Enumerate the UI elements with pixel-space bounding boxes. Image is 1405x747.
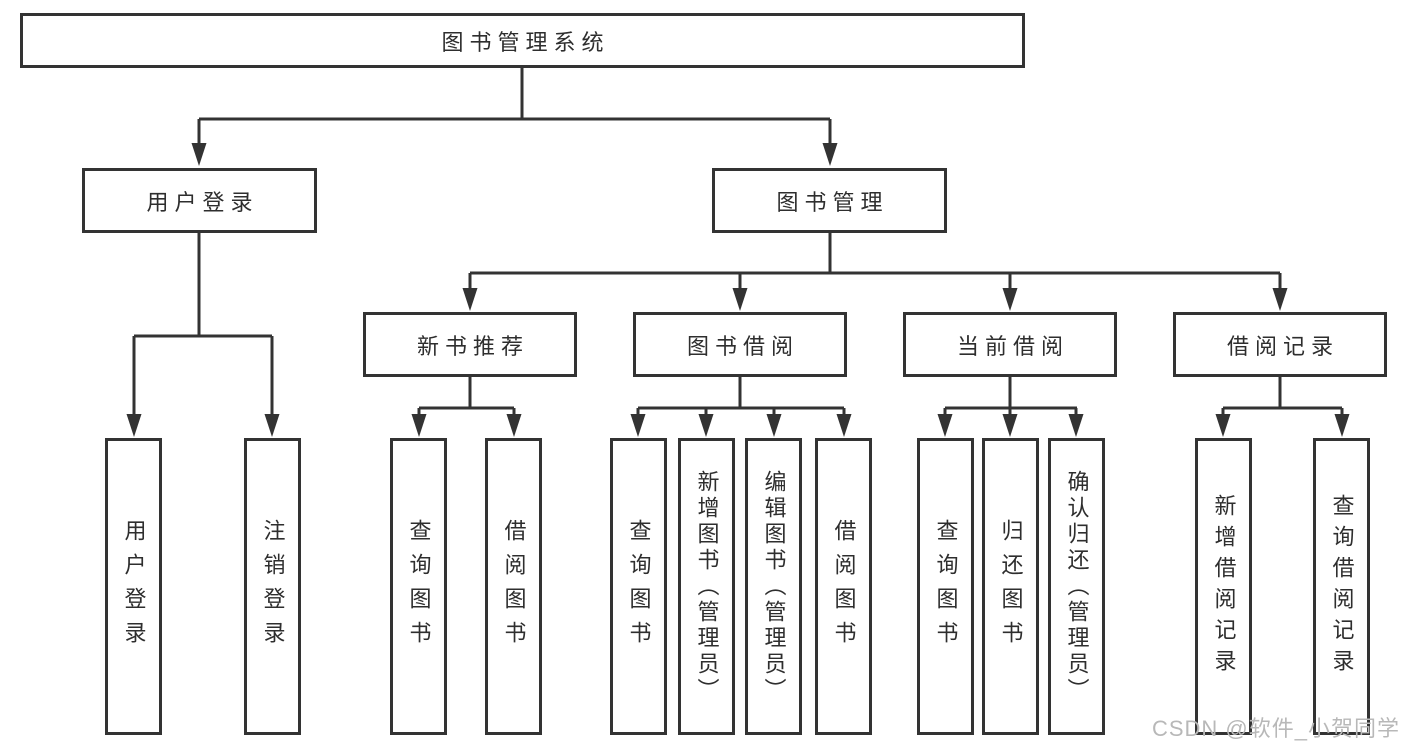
- leaf-label: 查询图书: [626, 518, 652, 655]
- node-borrowing-records: 借阅记录: [1173, 312, 1387, 377]
- node-label: 图书管理: [776, 189, 889, 215]
- leaf-label: 用户登录: [121, 518, 147, 655]
- leaf-return-books: 归还图书: [982, 438, 1039, 735]
- leaf-confirm-return-admin: 确认归还（管理员）: [1048, 438, 1105, 735]
- leaf-add-borrow-record: 新增借阅记录: [1195, 438, 1252, 735]
- leaf-query-books-borrowing: 查询图书: [610, 438, 667, 735]
- node-label: 图书借阅: [686, 333, 799, 359]
- node-label: 借阅记录: [1226, 333, 1339, 359]
- leaf-borrow-books-2: 借阅图书: [815, 438, 872, 735]
- leaf-label: 注销登录: [260, 518, 286, 655]
- leaf-query-borrow-record: 查询借阅记录: [1313, 438, 1370, 735]
- arrowhead-icons: [126, 143, 1350, 437]
- csdn-watermark: CSDN @软件_小贺同学: [1151, 716, 1400, 741]
- node-book-management-system: 图书管理系统: [20, 13, 1025, 68]
- leaf-label: 查询图书: [406, 518, 432, 655]
- node-label: 新书推荐: [416, 333, 529, 359]
- leaf-edit-book-admin: 编辑图书（管理员）: [745, 438, 802, 735]
- leaf-label: 新增借阅记录: [1211, 493, 1237, 680]
- leaf-label: 新增图书（管理员）: [694, 469, 720, 704]
- leaf-label: 借阅图书: [831, 518, 857, 655]
- node-book-management: 图书管理: [712, 168, 947, 233]
- leaf-query-books: 查询图书: [390, 438, 447, 735]
- leaf-borrow-books: 借阅图书: [485, 438, 542, 735]
- leaf-label: 查询图书: [933, 518, 959, 655]
- leaf-label: 借阅图书: [501, 518, 527, 655]
- node-label: 用户登录: [146, 189, 259, 215]
- leaf-query-books-current: 查询图书: [917, 438, 974, 735]
- node-label: 图书管理系统: [441, 29, 610, 55]
- node-label: 当前借阅: [956, 333, 1069, 359]
- leaf-logout: 注销登录: [244, 438, 301, 735]
- leaf-user-login: 用户登录: [105, 438, 162, 735]
- node-new-book-recommendation: 新书推荐: [363, 312, 577, 377]
- node-user-login: 用户登录: [82, 168, 317, 233]
- node-book-borrowing: 图书借阅: [633, 312, 847, 377]
- leaf-label: 编辑图书（管理员）: [761, 469, 787, 704]
- leaf-label: 确认归还（管理员）: [1064, 469, 1090, 704]
- leaf-label: 查询借阅记录: [1329, 493, 1355, 680]
- node-current-borrowing: 当前借阅: [903, 312, 1117, 377]
- leaf-add-book-admin: 新增图书（管理员）: [678, 438, 735, 735]
- leaf-label: 归还图书: [998, 518, 1024, 655]
